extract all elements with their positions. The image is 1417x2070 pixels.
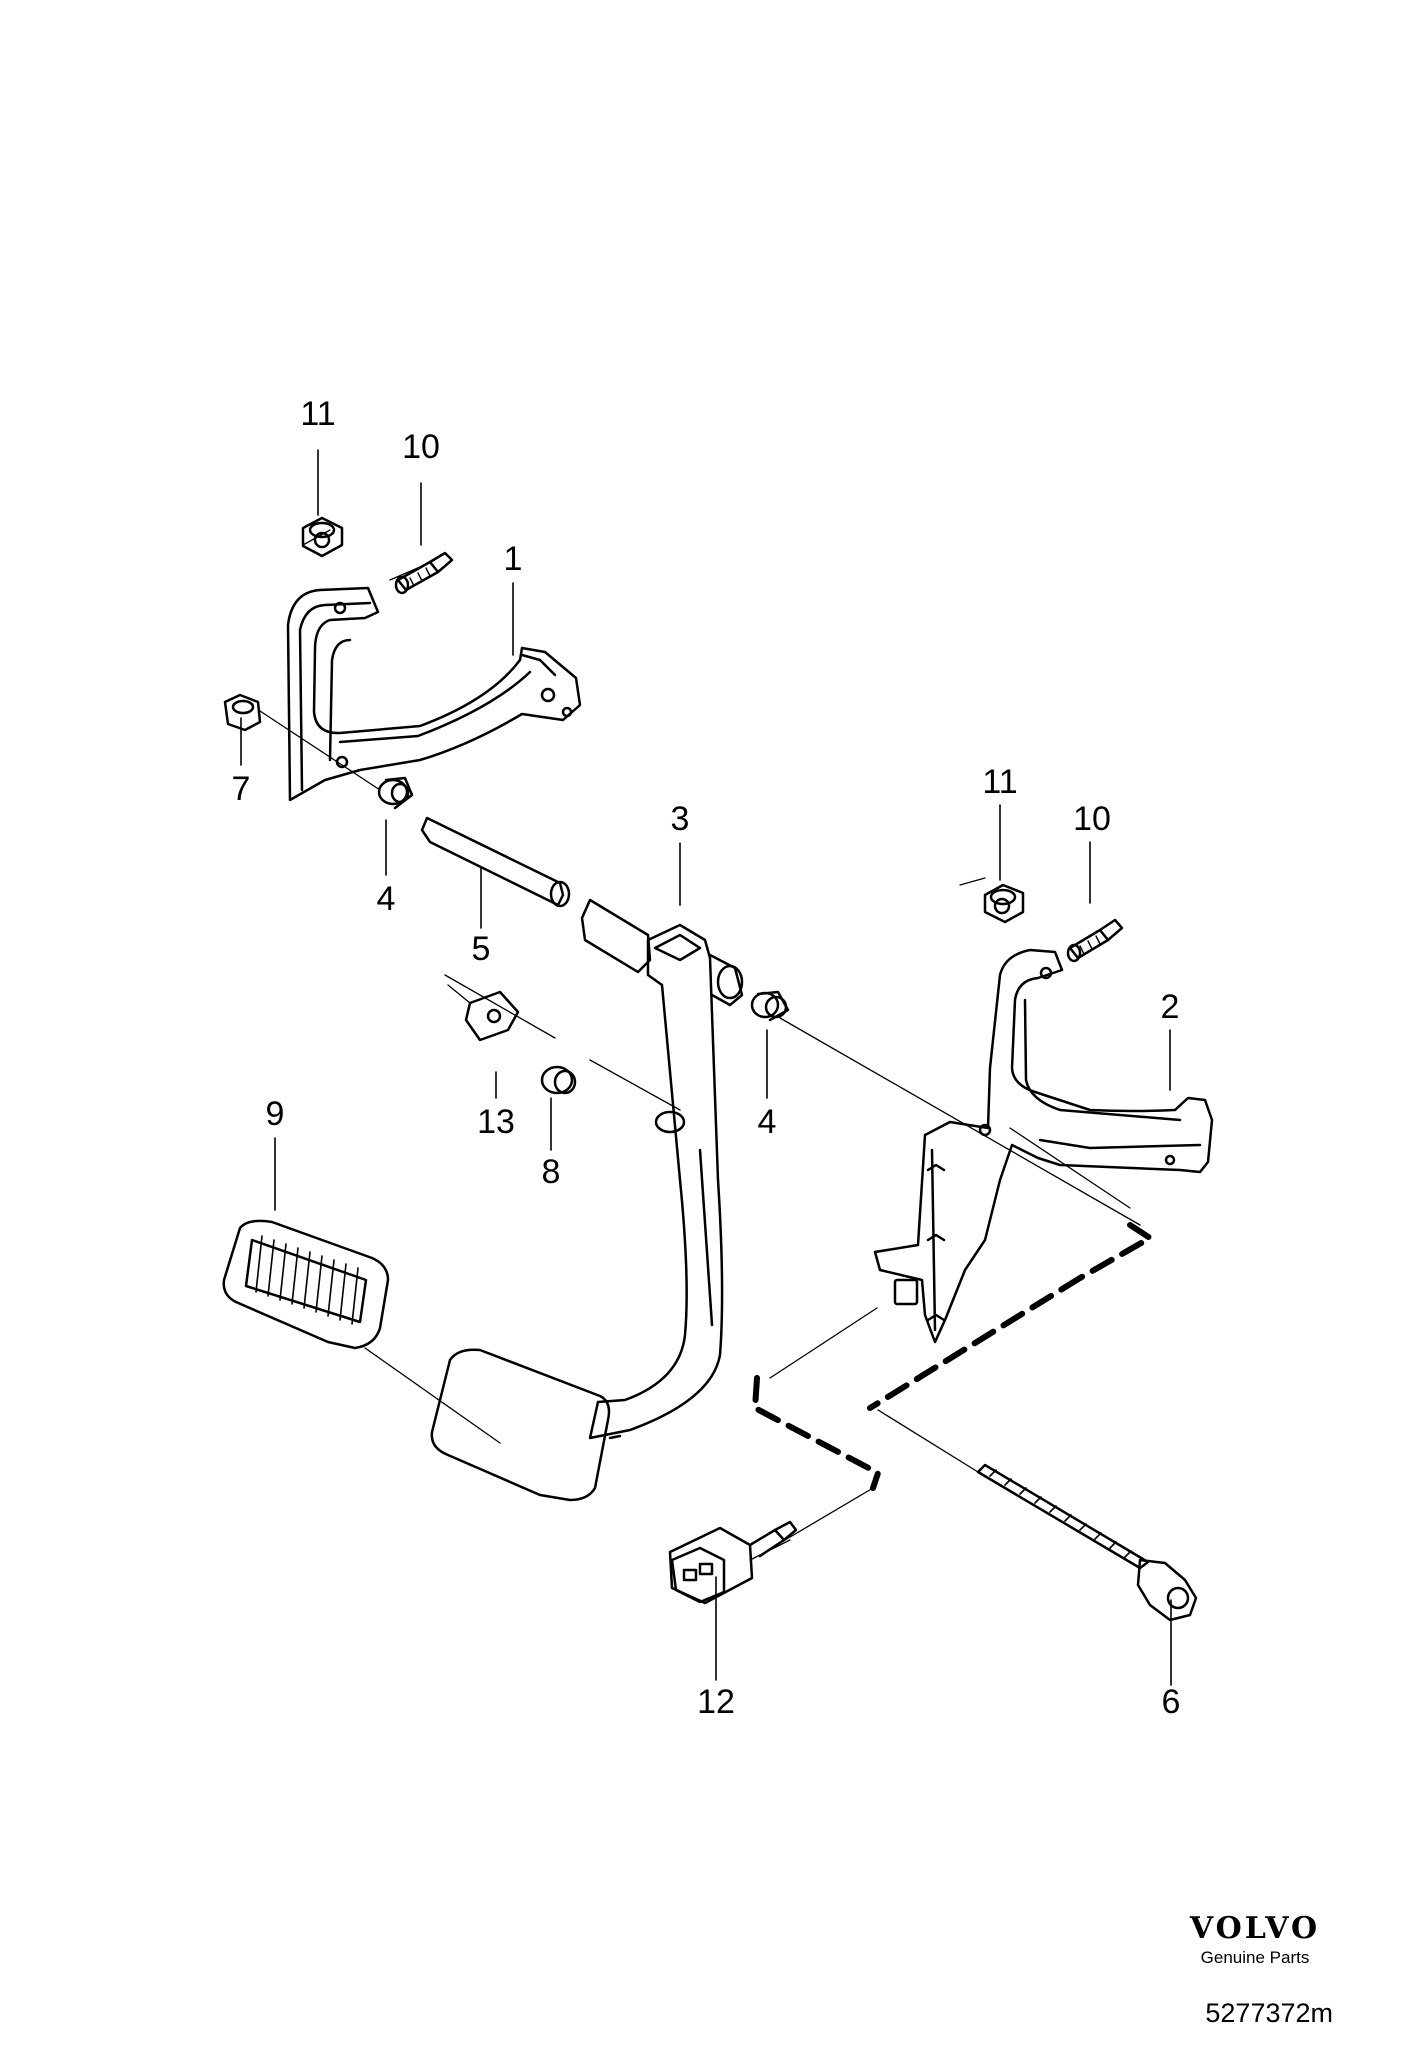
bushing-right xyxy=(750,990,790,1022)
sleeve-tube xyxy=(420,816,571,908)
brake-light-switch xyxy=(668,1520,798,1605)
callout-1: 1 xyxy=(504,540,523,578)
nut-11-left xyxy=(301,516,344,558)
bushing-left xyxy=(377,776,414,810)
callouts: 11 10 1 7 4 5 3 11 10 2 13 8 4 9 12 6 xyxy=(232,395,1181,1721)
left-bracket xyxy=(286,586,582,802)
callout-5: 5 xyxy=(472,930,491,968)
nut-11-right xyxy=(983,883,1025,924)
callout-9: 9 xyxy=(266,1095,285,1133)
drawing-code: 5277372m xyxy=(1205,1998,1333,2028)
dashed-connector xyxy=(752,1222,1153,1491)
pivot-shaft xyxy=(580,898,744,1007)
stud-left xyxy=(394,551,454,595)
callout-11-left: 11 xyxy=(300,395,335,433)
plug xyxy=(540,1065,577,1095)
assembly-axis-lines xyxy=(259,529,1141,1561)
genuine-parts-label: Genuine Parts xyxy=(1200,1948,1310,1967)
stud-right xyxy=(1066,918,1124,963)
volvo-logo: VOLVO xyxy=(1189,1911,1321,1946)
callout-7: 7 xyxy=(232,770,251,808)
right-bracket xyxy=(873,948,1214,1344)
callout-12: 12 xyxy=(697,1683,735,1721)
callout-4-right: 4 xyxy=(758,1103,777,1141)
volvo-branding: VOLVO Genuine Parts xyxy=(1160,1914,1350,1968)
callout-3: 3 xyxy=(671,800,690,838)
callout-10-left: 10 xyxy=(402,428,440,466)
callout-2: 2 xyxy=(1161,988,1180,1026)
nut-left xyxy=(223,693,262,732)
callout-6: 6 xyxy=(1162,1683,1181,1721)
pedal-pad xyxy=(222,1219,390,1350)
callout-8: 8 xyxy=(542,1153,561,1191)
pedal-base-plate xyxy=(430,1348,611,1502)
callout-4-left: 4 xyxy=(377,880,396,918)
long-bolt xyxy=(976,1463,1198,1622)
callout-11-right: 11 xyxy=(982,763,1017,801)
leader-lines xyxy=(240,449,1172,1686)
callout-13: 13 xyxy=(477,1103,515,1141)
pedal-arm xyxy=(588,923,724,1440)
clip-nut xyxy=(447,984,520,1042)
callout-10-right: 10 xyxy=(1073,800,1111,838)
